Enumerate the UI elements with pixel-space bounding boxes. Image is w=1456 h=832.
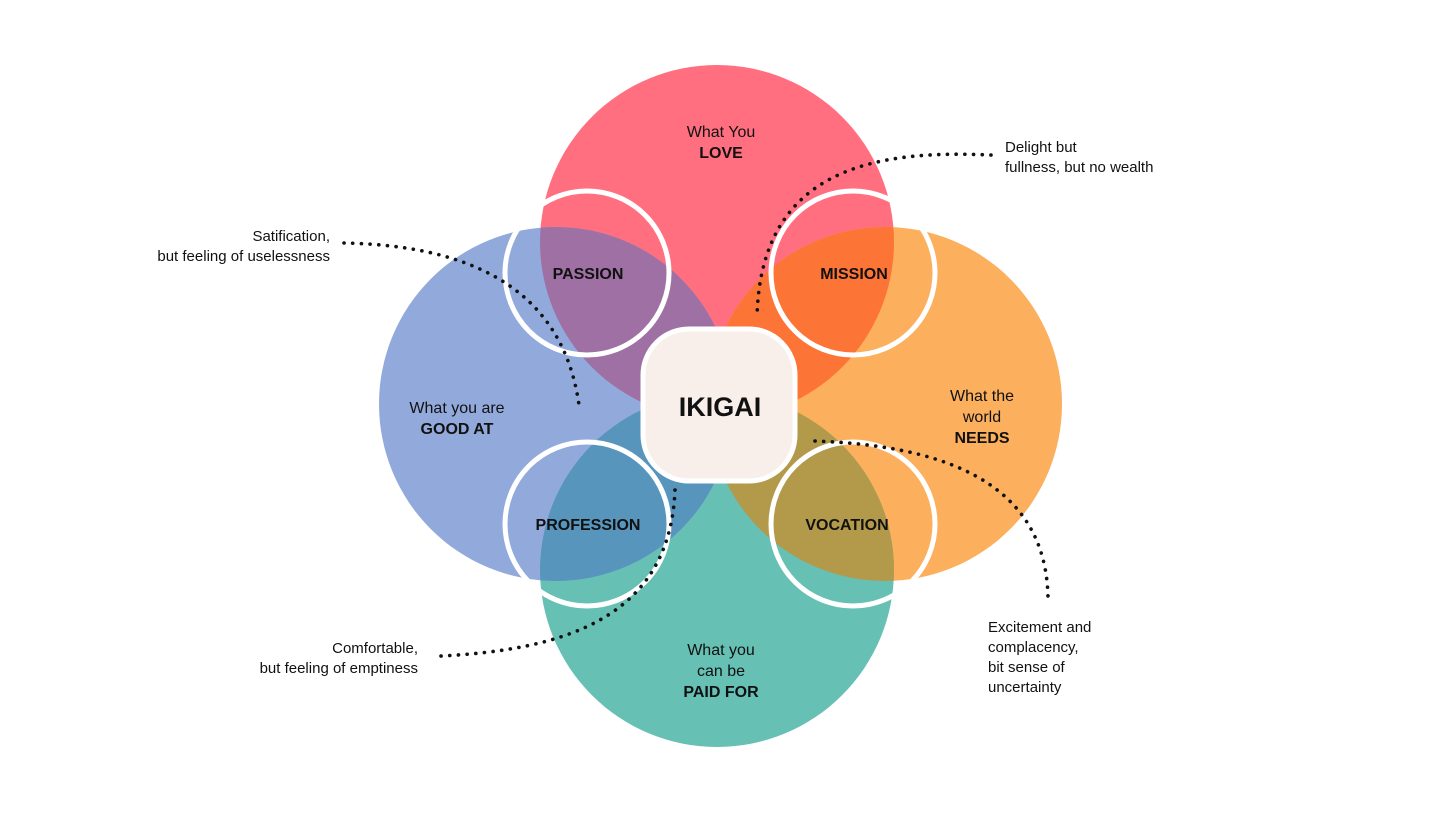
mission-note: Delight but fullness, but no wealth (1005, 139, 1153, 176)
svg-text:uncertainty: uncertainty (988, 679, 1062, 696)
love-label-bold: LOVE (699, 145, 743, 162)
mission-label: MISSION (820, 266, 888, 283)
passion-label: PASSION (553, 266, 624, 283)
needs-label-line1: What the (950, 388, 1014, 405)
svg-text:but feeling of emptiness: but feeling of emptiness (260, 660, 418, 677)
svg-text:Comfortable,: Comfortable, (332, 640, 418, 657)
paid-label-line2: can be (697, 663, 745, 680)
divider-strokes (502, 188, 938, 609)
profession-label: PROFESSION (536, 517, 641, 534)
ikigai-label: IKIGAI (679, 392, 762, 422)
svg-text:bit sense of: bit sense of (988, 659, 1066, 676)
ikigai-center-region (643, 329, 795, 481)
good-label-bold: GOOD AT (421, 421, 494, 438)
vocation-label: VOCATION (805, 517, 888, 534)
good-label-line1: What you are (409, 400, 504, 417)
vocation-note: Excitement and complacency, bit sense of… (988, 619, 1091, 696)
paid-label-line1: What you (687, 642, 755, 659)
vocation-leader-line (813, 439, 1050, 606)
profession-note: Comfortable, but feeling of emptiness (260, 640, 418, 677)
love-label-line1: What You (687, 124, 756, 141)
svg-text:Satification,: Satification, (252, 228, 330, 245)
svg-text:complacency,: complacency, (988, 639, 1079, 656)
svg-text:but feeling of uselessness: but feeling of uselessness (157, 248, 330, 265)
svg-text:Delight but: Delight but (1005, 139, 1078, 156)
profession-leader-line (439, 488, 677, 658)
needs-label-line2: world (962, 409, 1001, 426)
passion-note: Satification, but feeling of uselessness (157, 228, 330, 265)
svg-text:Excitement and: Excitement and (988, 619, 1091, 636)
svg-text:fullness, but no wealth: fullness, but no wealth (1005, 159, 1153, 176)
mission-leader-line (755, 152, 993, 320)
paid-label-bold: PAID FOR (683, 684, 759, 701)
needs-label-bold: NEEDS (954, 430, 1009, 447)
